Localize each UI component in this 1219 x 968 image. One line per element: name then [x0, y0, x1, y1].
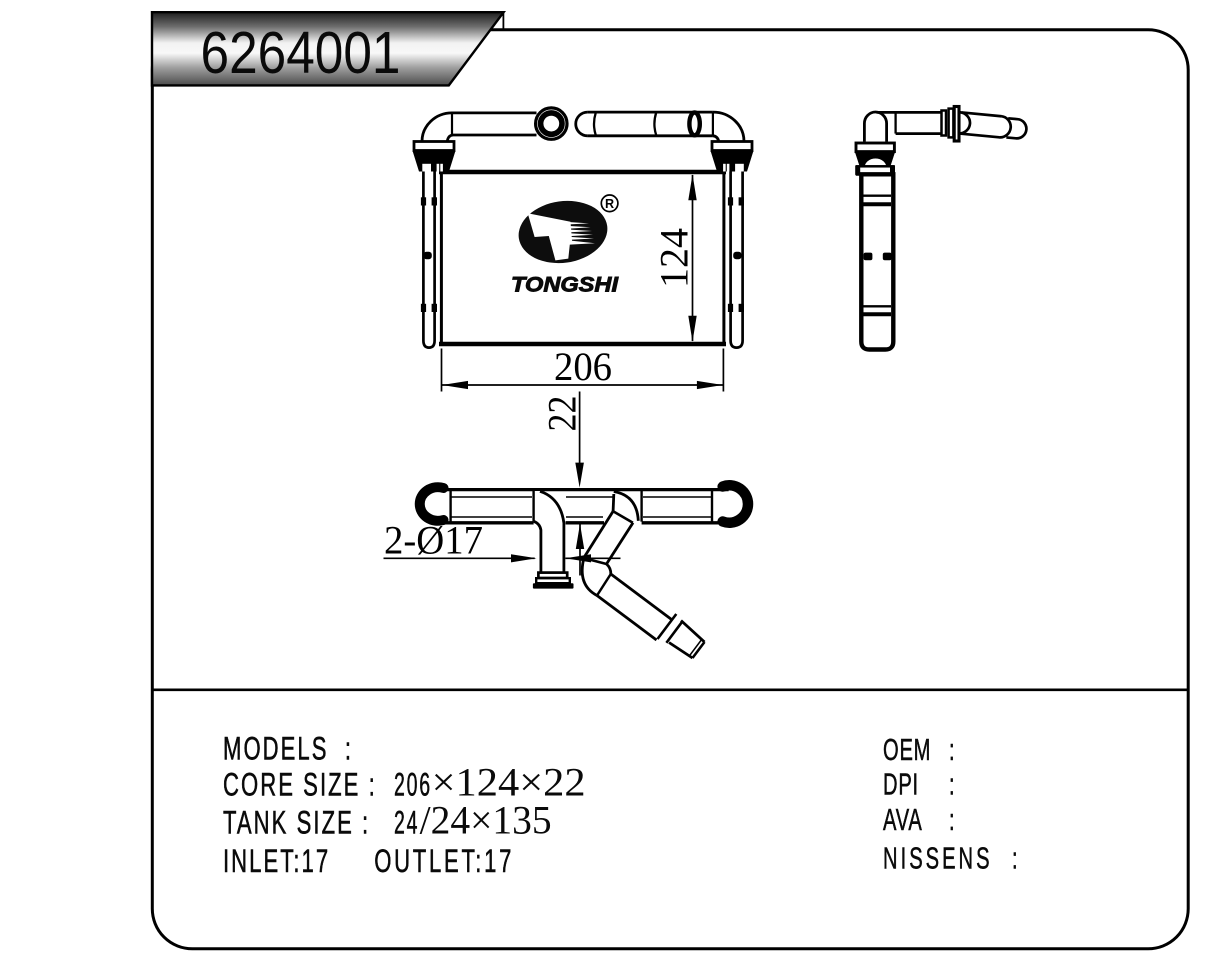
- svg-text:TONGSHI: TONGSHI: [511, 274, 619, 297]
- svg-text:2-Ø17: 2-Ø17: [384, 518, 483, 563]
- svg-text:124: 124: [652, 228, 697, 288]
- svg-text:CORE SIZE :: CORE SIZE :: [223, 766, 377, 802]
- svg-text:22: 22: [540, 396, 585, 432]
- svg-text:DPI: DPI: [883, 769, 919, 802]
- svg-text:206: 206: [554, 344, 612, 389]
- svg-text:OUTLET:17: OUTLET:17: [374, 843, 514, 879]
- svg-text:AVA: AVA: [883, 804, 923, 837]
- svg-text:/24×135: /24×135: [420, 798, 552, 843]
- svg-text:INLET:17: INLET:17: [223, 843, 330, 879]
- svg-text:TANK SIZE :: TANK SIZE :: [223, 804, 370, 840]
- svg-text:×124×22: ×124×22: [432, 760, 586, 805]
- svg-text:OEM: OEM: [883, 734, 931, 767]
- svg-text::: :: [949, 734, 955, 767]
- svg-text::: :: [1012, 843, 1018, 876]
- svg-text:206: 206: [394, 766, 432, 802]
- svg-text:24: 24: [394, 804, 419, 840]
- svg-text:MODELS :: MODELS :: [223, 730, 353, 766]
- svg-text::: :: [949, 804, 955, 837]
- svg-text:6264001: 6264001: [201, 20, 401, 86]
- svg-text:NISSENS: NISSENS: [883, 843, 993, 876]
- svg-text:R: R: [605, 197, 614, 211]
- svg-text::: :: [949, 769, 955, 802]
